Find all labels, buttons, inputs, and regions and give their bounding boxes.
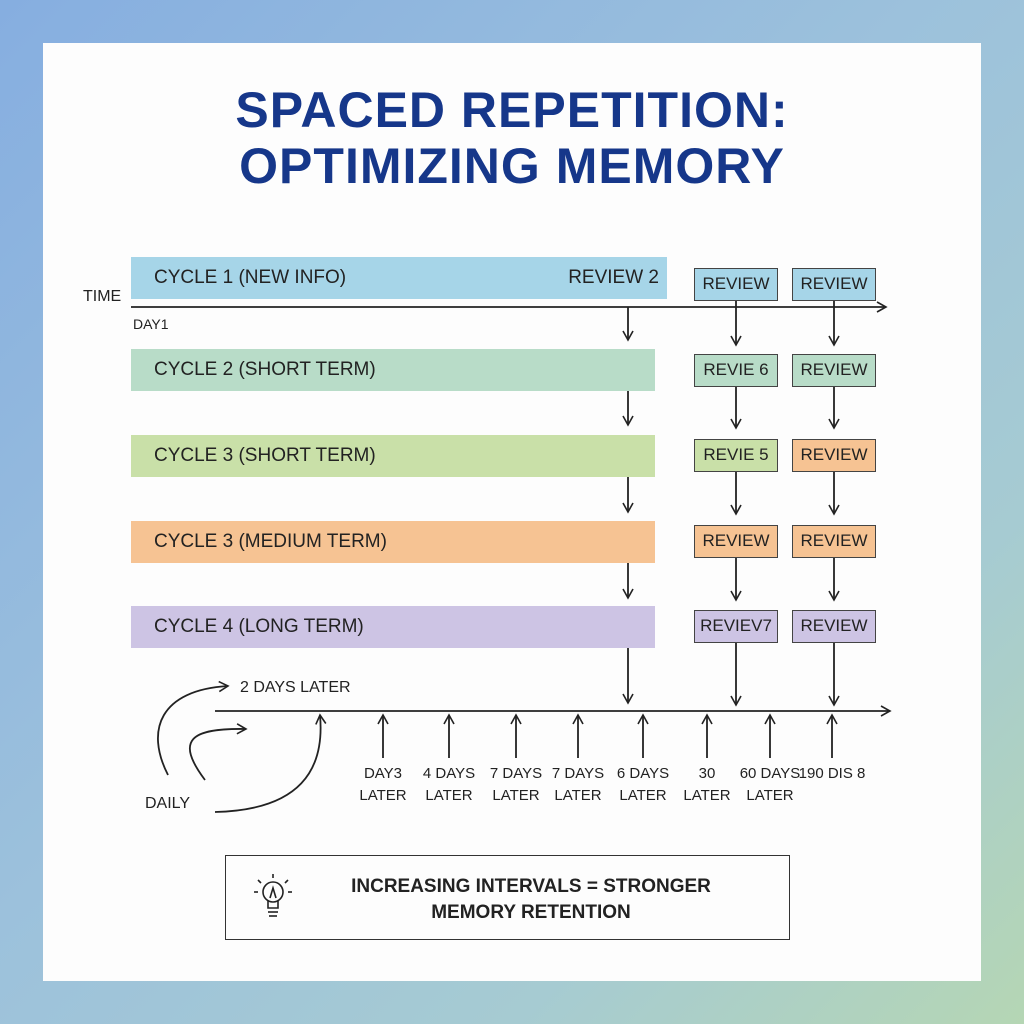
interval-line-1: 7 DAYS [489, 765, 543, 782]
interval-label: 7 DAYS LATER [481, 763, 551, 807]
interval-line-1: 6 DAYS [616, 765, 670, 782]
cycle-bar-1: CYCLE 1 (NEW INFO) REVIEW 2 [131, 257, 667, 299]
takeaway-line-2: MEMORY RETENTION [431, 902, 631, 923]
cycle-bar-5: CYCLE 4 (LONG TERM) [131, 606, 655, 648]
interval-line-2: LATER [554, 787, 602, 804]
interval-line-2: LATER [619, 787, 667, 804]
review-box: REVIEW [792, 439, 876, 472]
interval-label: 60 DAYS LATER [735, 763, 805, 807]
review-box: REVIEW [694, 268, 778, 301]
interval-line-1: DAY3 [363, 765, 403, 782]
interval-line-1: 60 DAYS [739, 765, 801, 782]
lightbulb-icon [254, 874, 292, 917]
diagram-card [43, 43, 981, 981]
cycle-label: CYCLE 2 (SHORT TERM) [154, 359, 376, 380]
interval-line-2: LATER [359, 787, 407, 804]
cycle-label: CYCLE 3 (SHORT TERM) [154, 445, 376, 466]
interval-label: 6 DAYS LATER [608, 763, 678, 807]
interval-line-1: 7 DAYS [551, 765, 605, 782]
daily-curve-arrow-inner [188, 723, 248, 781]
cycle-bar-2: CYCLE 2 (SHORT TERM) [131, 349, 655, 391]
cycle-bar-4: CYCLE 3 (MEDIUM TERM) [131, 521, 655, 563]
takeaway-box: INCREASING INTERVALS = STRONGER MEMORY R… [225, 855, 790, 940]
review-box: REVIEW [792, 354, 876, 387]
title-line-2: OPTIMIZING MEMORY [239, 138, 785, 194]
interval-label: 7 DAYS LATER [543, 763, 613, 807]
cycle-label: CYCLE 3 (MEDIUM TERM) [154, 531, 387, 552]
review-box: REVIE 6 [694, 354, 778, 387]
daily-curve-arrow-outer [157, 680, 230, 776]
daily-label: DAILY [145, 795, 191, 812]
time-label: TIME [83, 288, 122, 305]
review-box: REVIEV7 [694, 610, 778, 643]
review-box: REVIEW [792, 525, 876, 558]
interval-line-2: LATER [746, 787, 794, 804]
review-2-label: REVIEW 2 [568, 267, 659, 288]
review-box: REVIEW [792, 610, 876, 643]
takeaway-line-1: INCREASING INTERVALS = STRONGER [351, 876, 711, 897]
review-box: REVIEW [694, 525, 778, 558]
interval-line-2: LATER [683, 787, 731, 804]
interval-line-1: 4 DAYS [422, 765, 476, 782]
interval-line-2: LATER [425, 787, 473, 804]
cycle-label: CYCLE 4 (LONG TERM) [154, 616, 364, 637]
interval-line-2: LATER [492, 787, 540, 804]
daily-curve-arrow-up [214, 713, 327, 813]
review-box: REVIE 5 [694, 439, 778, 472]
interval-line-1: 190 DIS 8 [798, 765, 866, 782]
day1-label: DAY1 [133, 316, 169, 332]
cycle-label: CYCLE 1 (NEW INFO) [154, 267, 347, 288]
two-days-later-label: 2 DAYS LATER [240, 679, 351, 696]
title-line-1: SPACED REPETITION: [235, 82, 789, 138]
interval-label: 4 DAYS LATER [414, 763, 484, 807]
cycle-bar-3: CYCLE 3 (SHORT TERM) [131, 435, 655, 477]
interval-label: 190 DIS 8 [797, 763, 867, 785]
interval-line-1: 30 [698, 765, 716, 782]
review-box: REVIEW [792, 268, 876, 301]
